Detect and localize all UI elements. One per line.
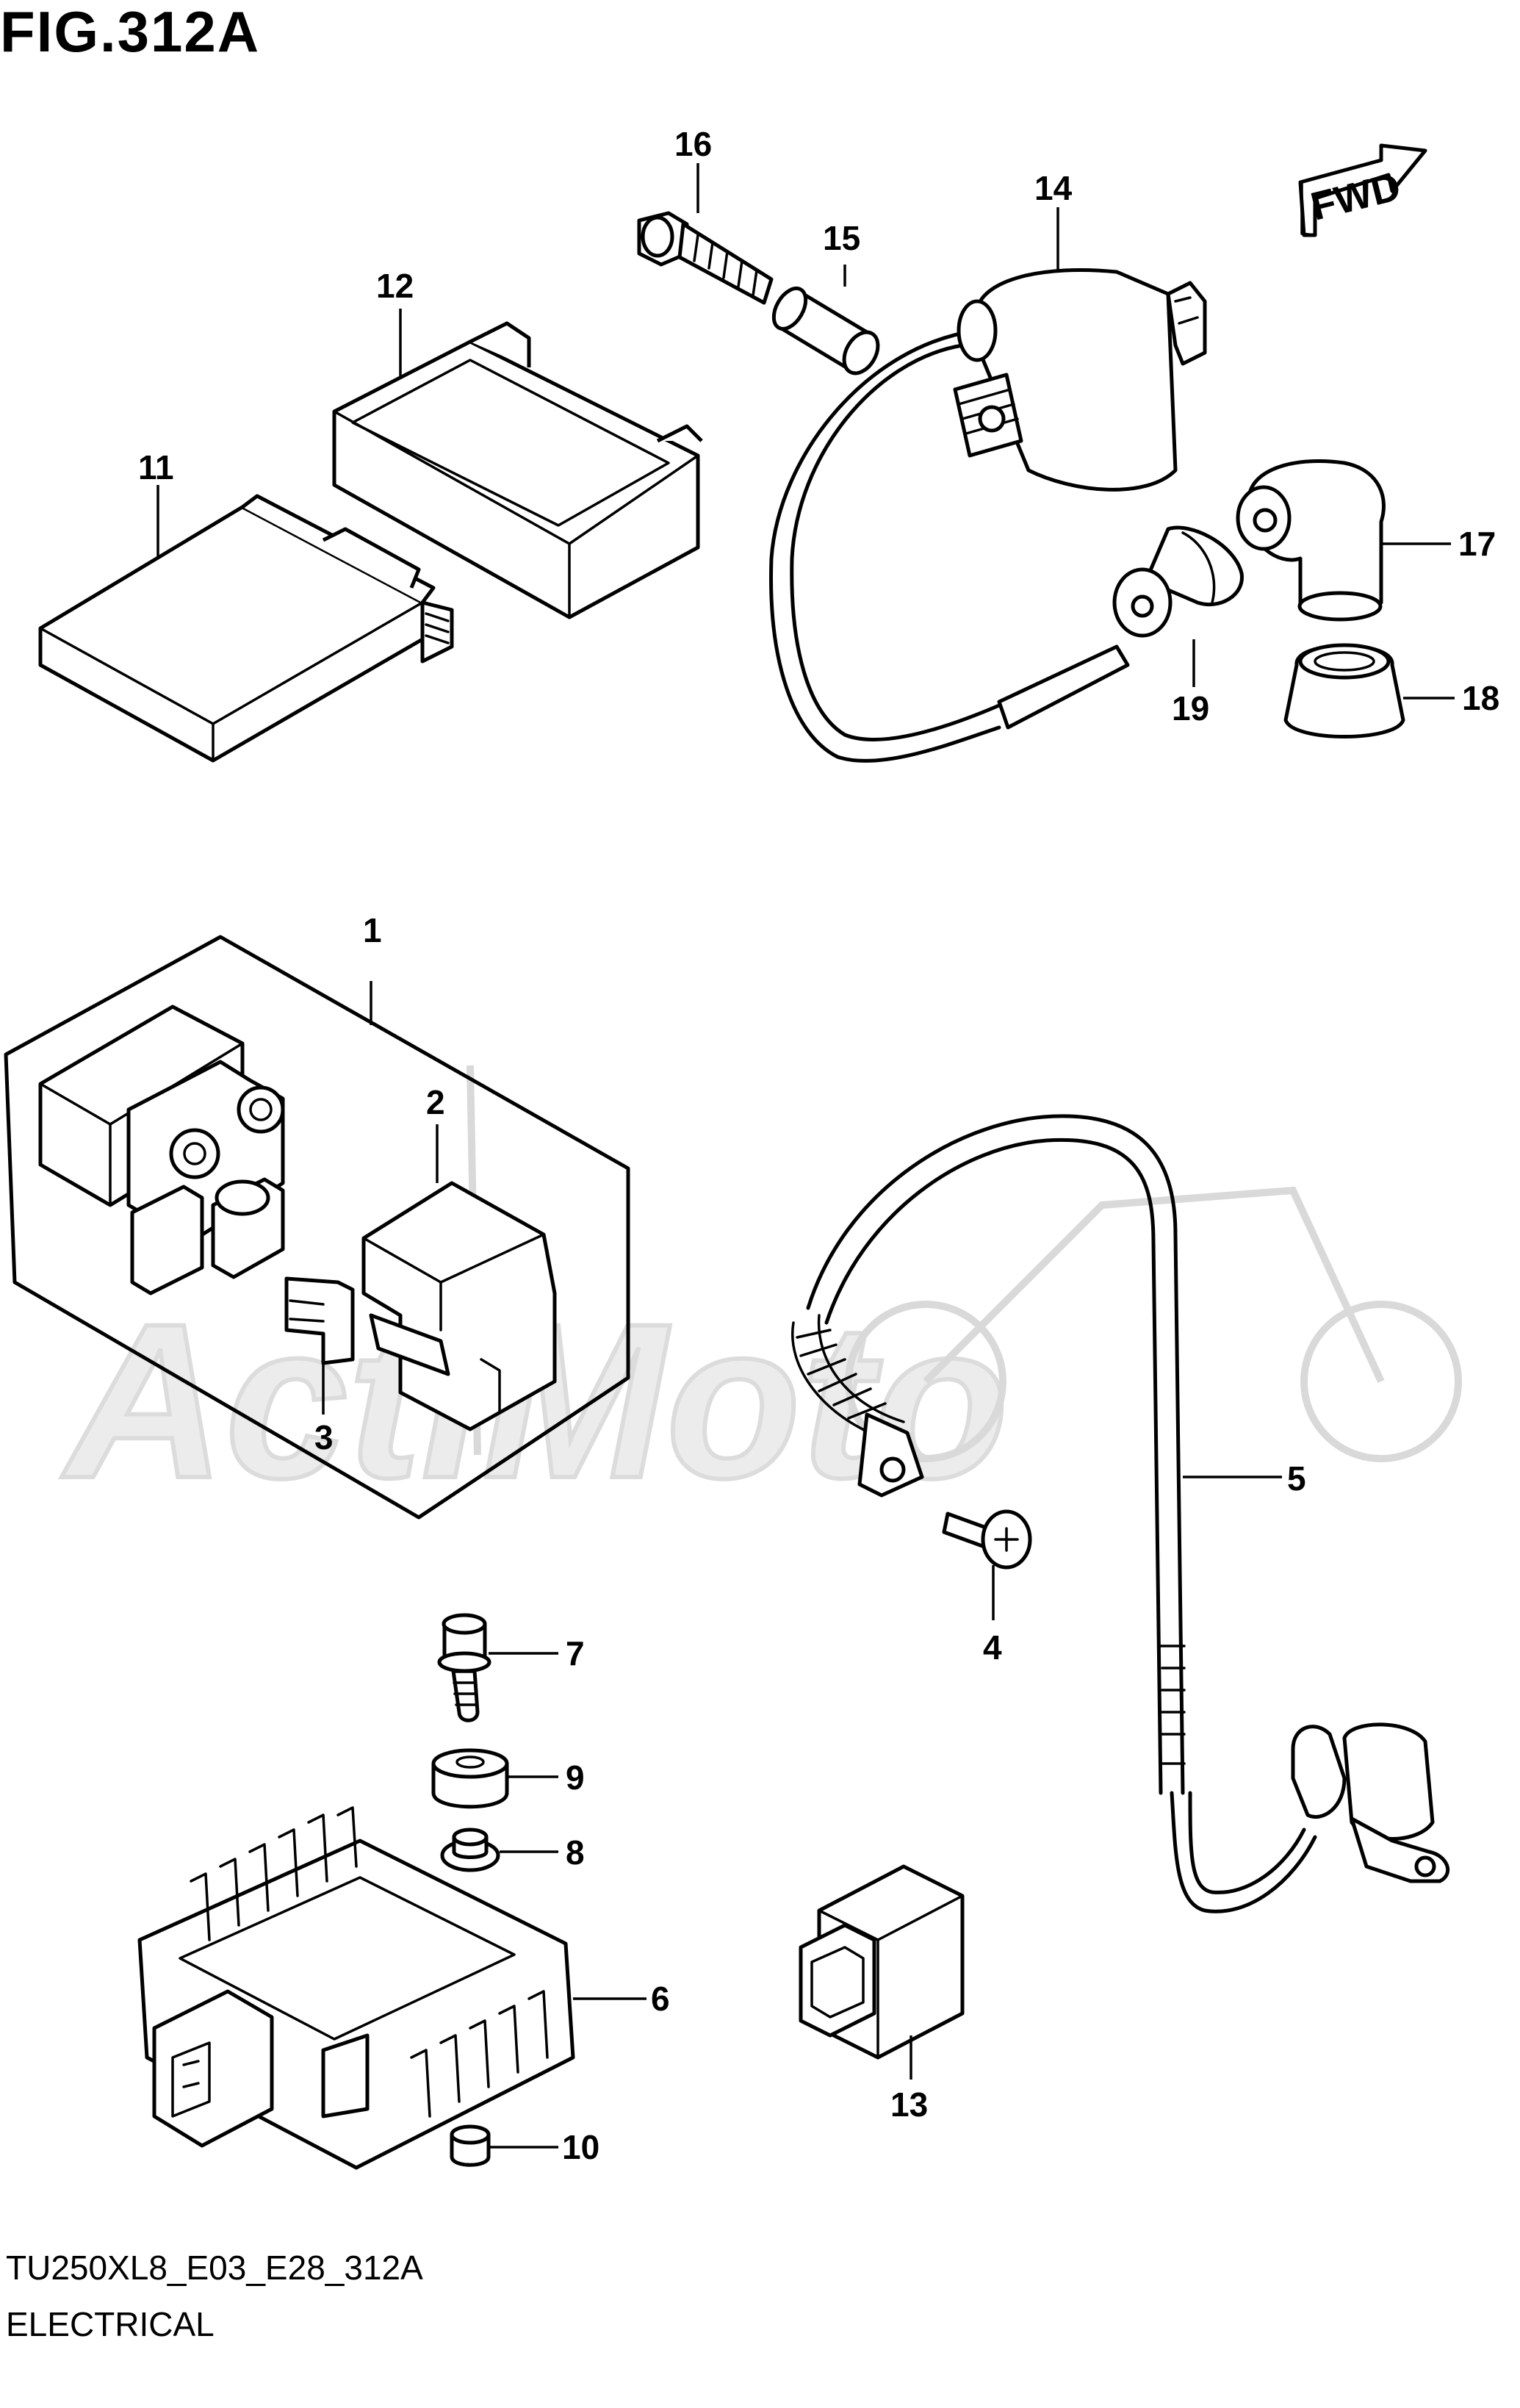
part-7-bolt [437,1613,558,1722]
part-5-battery-cable [791,1114,1450,1913]
part-4-screw [942,1509,1032,1620]
part-label-10: 10 [562,2128,599,2166]
part-2-fuse-cover [361,1181,557,1431]
part-label-7: 7 [566,1634,585,1672]
part-label-3: 3 [314,1418,334,1456]
part-label-13: 13 [890,2085,928,2124]
fwd-label: FWD [1306,165,1405,229]
part-17-plug-cap [1236,459,1386,622]
part-1-starter-relay [38,1004,285,1295]
part-label-4: 4 [983,1628,1002,1667]
figure-title: FIG.312A [0,0,261,64]
part-label-1: 1 [363,911,382,949]
leader-lines [156,163,1455,1478]
figure-name: ELECTRICAL [6,2305,215,2343]
part-15-spacer [771,287,880,375]
part-label-17: 17 [1458,525,1496,563]
part-11-ecu [38,494,454,763]
part-3-fuse [284,1276,355,1365]
part-label-9: 9 [566,1758,585,1797]
part-1-relay-kit-box [4,935,630,1520]
part-label-14: 14 [1034,169,1073,207]
part-12-ecu-cover [332,321,703,619]
part-19-grommet [1112,525,1244,638]
fwd-arrow-icon: FWD [1298,143,1427,237]
part-16-bolt [637,211,774,305]
part-label-5: 5 [1287,1459,1306,1498]
part-label-12: 12 [376,267,414,305]
part-8-collar [440,1827,558,1872]
part-18-cap-cover [1283,643,1405,738]
part-label-8: 8 [566,1833,585,1872]
part-6-regulator-rectifier [137,1806,646,2170]
part-label-6: 6 [651,1980,670,2018]
figure-code: TU250XL8_E03_E28_312A [6,2249,423,2287]
part-number-labels: 16 15 14 12 11 17 18 19 1 2 3 5 4 7 9 8 … [138,125,1499,2166]
part-label-15: 15 [823,219,860,257]
part-label-19: 19 [1172,689,1209,727]
part-label-11: 11 [138,448,174,486]
part-10-nut [450,2124,558,2167]
part-label-2: 2 [426,1083,445,1121]
part-13-coupler [799,1864,965,2080]
part-label-18: 18 [1462,679,1499,717]
part-14-ignition-coil [769,268,1207,763]
part-9-cushion [431,1748,558,1809]
part-label-16: 16 [674,125,712,163]
